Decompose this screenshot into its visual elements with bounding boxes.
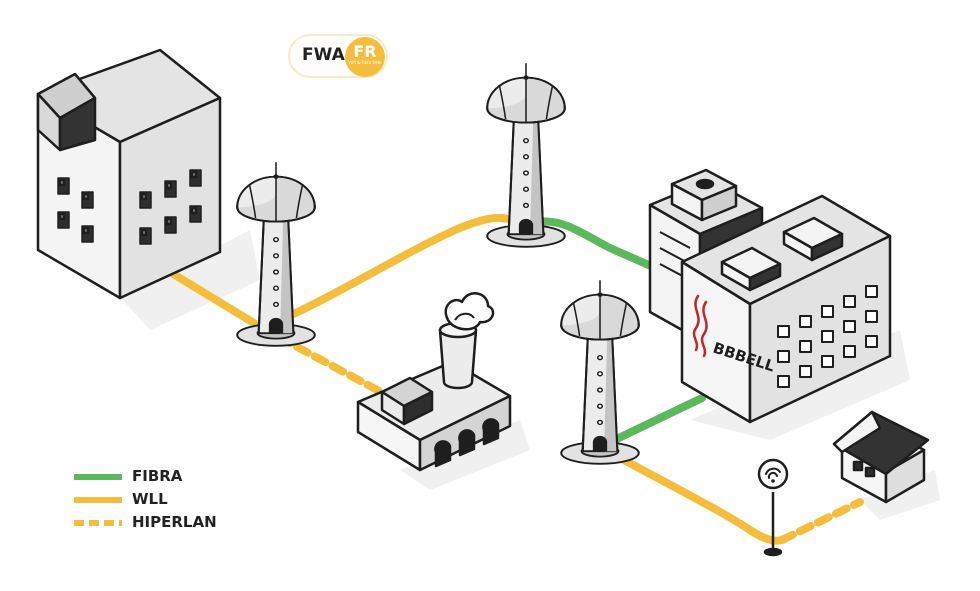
legend-label-hiperlan: HIPERLAN — [132, 513, 217, 531]
fr-logo-text: FR — [353, 42, 377, 61]
legend-label-wll: WLL — [132, 490, 168, 508]
fr-logo-subtext: Wifi & Fibra Rete — [348, 60, 382, 65]
wifi-icon — [765, 467, 781, 479]
legend-swatch-hiperlan — [74, 520, 122, 526]
office-building-left — [36, 48, 222, 300]
legend-swatch-fibra — [74, 474, 122, 480]
fwa-badge: FWA FR Wifi & Fibra Rete — [288, 34, 388, 78]
industrial-plant — [356, 292, 512, 472]
headquarters-building — [648, 168, 892, 424]
hiperlan-link-antenna-house — [778, 498, 864, 544]
legend-label-fibra: FIBRA — [132, 467, 183, 485]
wll-link-factory-tower1 — [166, 268, 266, 332]
wll-link-tower1-tower2 — [258, 213, 526, 332]
fwa-label: FWA — [302, 45, 345, 65]
brand-logo-mark — [692, 294, 708, 358]
wll-link-tower3-antenna — [596, 443, 786, 545]
wifi-antenna-pole — [757, 458, 789, 557]
fr-logo: FR Wifi & Fibra Rete — [345, 37, 385, 77]
house — [832, 410, 930, 504]
legend-swatch-wll — [74, 497, 122, 503]
